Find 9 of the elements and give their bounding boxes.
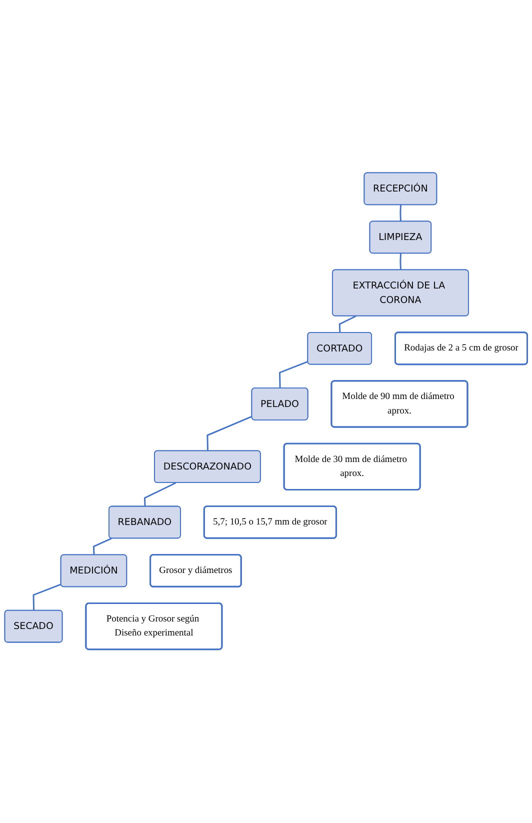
connector xyxy=(400,254,402,270)
flowchart: RECEPCIÓN LIMPIEZA EXTRACCIÓN DE LA CORONA CORTADO PELADO DESCORAZONADO REBANADO MEDICIÓN SECADO Rodajas de 2 a 5 cm de grosor Molde de 90 mm de diámetro aprox. Molde de 30 mm de diámetro aprox. 5,7; 10,5 o 15,7 mm de grosor Grosor y diámetros Potencia y Grosor según Diseño experimental xyxy=(0,168,532,655)
connector xyxy=(279,361,308,389)
connector xyxy=(92,538,112,556)
connector xyxy=(144,482,176,508)
connector xyxy=(206,416,252,452)
connector xyxy=(32,584,62,612)
connector xyxy=(400,205,402,222)
connector xyxy=(338,316,356,334)
